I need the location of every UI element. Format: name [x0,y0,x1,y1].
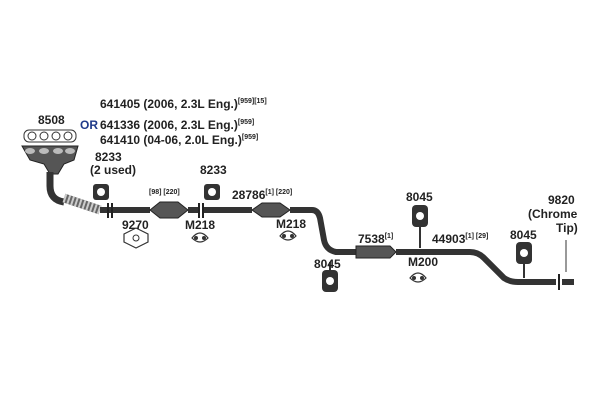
label-option-2-text: 641336 (2006, 2.3L Eng.) [100,118,238,132]
exhaust-tip-9820 [558,240,574,290]
label-option-1-notes: [959][15] [238,98,267,105]
label-cat-rear: 28786[1] [220] [232,188,292,202]
hanger-m218-second [279,230,297,241]
label-resonator: 7538[1] [358,232,393,246]
label-muffler: 44903[1] [29] [432,232,488,246]
label-cat-rear-notes: [1] [220] [265,189,292,196]
exhaust-manifold [21,129,79,206]
label-manifold-8508: 8508 [38,113,65,127]
label-option-3-text: 641410 (04-06, 2.0L Eng.) [100,133,242,147]
label-cat-front-notes: [98] [220] [149,189,180,196]
label-muffler-notes: [1] [29] [465,233,488,240]
flange-9270 [123,227,149,249]
label-gasket-8233-first-note: (2 used) [90,163,136,177]
hanger-m200 [409,272,427,283]
label-tip-note-1: (Chrome [528,207,578,221]
label-hanger-m218-second: M218 [276,217,306,231]
label-option-3-notes: [959] [242,134,258,141]
label-option-or: OR [80,118,98,132]
label-option-1: 641405 (2006, 2.3L Eng.)[959][15] [100,97,267,111]
label-option-2-notes: [959] [238,119,254,126]
label-muffler-part: 44903 [432,232,466,246]
intermediate-pipe [311,207,356,255]
label-resonator-part: 7538 [358,232,385,246]
label-option-1-text: 641405 (2006, 2.3L Eng.) [100,97,238,111]
manifold-gasket [23,129,77,143]
gasket-8233-first [93,184,109,200]
hanger-8045-third [516,242,532,278]
hanger-8045-first [322,262,338,292]
label-hanger-8045-third: 8045 [510,228,537,242]
label-hanger-8045-first: 8045 [314,257,341,271]
label-gasket-8233-first: 8233 [95,150,122,164]
label-gasket-8233-second: 8233 [200,163,227,177]
label-option-3: 641410 (04-06, 2.0L Eng.)[959] [100,133,258,147]
label-hanger-8045-second: 8045 [406,190,433,204]
label-resonator-notes: [1] [385,233,394,240]
label-flange-9270: 9270 [122,218,149,232]
catalytic-converter-rear [204,202,312,218]
label-hanger-m200: M200 [408,255,438,269]
label-hanger-m218-first: M218 [185,218,215,232]
resonator-7538 [355,245,420,259]
label-tip-note-2: Tip) [556,221,578,235]
hanger-8045-second [412,205,428,248]
muffler-pipe-44903 [420,249,556,285]
catalytic-converter-front [140,201,198,219]
label-tip-9820: 9820 [548,193,575,207]
gasket-8233-second [204,184,220,200]
label-cat-rear-part: 28786 [232,188,266,202]
label-option-2: 641336 (2006, 2.3L Eng.)[959] [100,118,254,132]
hanger-m218-first [191,232,209,243]
flex-pipe [62,193,140,215]
